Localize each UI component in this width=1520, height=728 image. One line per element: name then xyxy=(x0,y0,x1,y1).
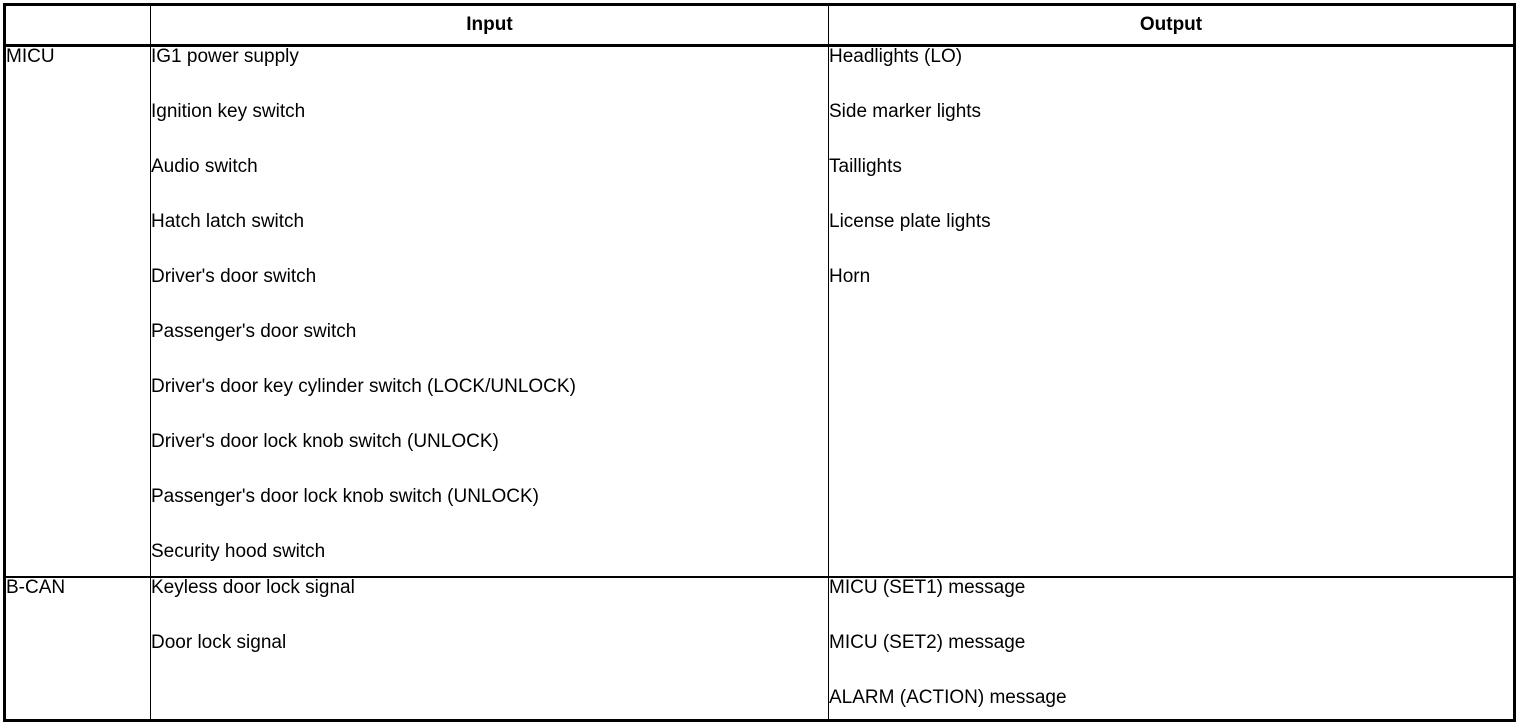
table-row-bcan: B-CAN Keyless door lock signal Door lock… xyxy=(4,575,1515,721)
input-item: Driver's door switch xyxy=(151,266,317,287)
input-item: Driver's door lock knob switch (UNLOCK) xyxy=(151,431,499,452)
header-input-cell: Input xyxy=(150,4,829,47)
input-item: Driver's door key cylinder switch (LOCK/… xyxy=(151,376,576,397)
input-item: Audio switch xyxy=(151,156,258,177)
bcan-output-cell: MICU (SET1) message MICU (SET2) message … xyxy=(828,575,1515,721)
input-item: Keyless door lock signal xyxy=(151,576,355,598)
output-item: MICU (SET2) message xyxy=(829,631,1026,653)
output-item: Side marker lights xyxy=(829,101,982,122)
table-row-micu: MICU IG1 power supply Ignition key switc… xyxy=(4,44,1515,577)
input-item: Door lock signal xyxy=(151,631,287,653)
input-item: IG1 power supply xyxy=(151,46,299,67)
input-item: Security hood switch xyxy=(151,541,326,562)
input-item: Ignition key switch xyxy=(151,101,306,122)
io-table: Input Output MICU IG1 power supply Ignit… xyxy=(3,3,1516,722)
input-item: Passenger's door switch xyxy=(151,321,357,342)
header-row: Input Output xyxy=(4,4,1515,47)
input-item: Passenger's door lock knob switch (UNLOC… xyxy=(151,486,540,507)
header-output-cell: Output xyxy=(828,4,1515,47)
header-corner-cell xyxy=(4,4,151,47)
output-item: ALARM (ACTION) message xyxy=(829,686,1067,708)
row-label-bcan: B-CAN xyxy=(4,575,151,721)
output-item: MICU (SET1) message xyxy=(829,576,1026,598)
micu-input-cell: IG1 power supply Ignition key switch Aud… xyxy=(150,44,829,577)
input-item: Hatch latch switch xyxy=(151,211,305,232)
output-item: License plate lights xyxy=(829,211,991,232)
output-item: Headlights (LO) xyxy=(829,46,963,67)
micu-output-cell: Headlights (LO) Side marker lights Taill… xyxy=(828,44,1515,577)
row-label-micu: MICU xyxy=(4,44,151,577)
bcan-input-cell: Keyless door lock signal Door lock signa… xyxy=(150,575,829,721)
output-item: Taillights xyxy=(829,156,902,177)
output-item: Horn xyxy=(829,266,871,287)
